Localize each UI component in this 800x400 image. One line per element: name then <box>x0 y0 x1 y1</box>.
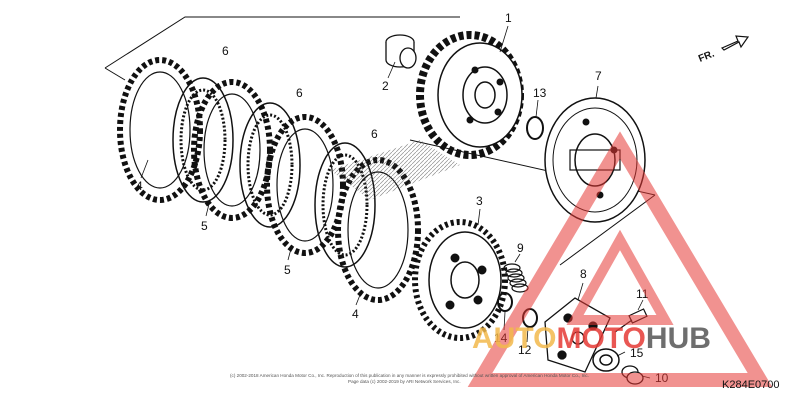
front-direction-indicator: FR. <box>697 35 750 65</box>
front-direction-label: FR. <box>697 48 716 64</box>
watermark-part-hub: HUB <box>646 322 711 355</box>
clutch-plate-lower <box>314 142 376 268</box>
callout-3: 3 <box>476 194 483 208</box>
clutch-disc-stack <box>117 57 421 303</box>
callout-5-upper: 5 <box>201 219 208 233</box>
washer-14 <box>497 292 513 312</box>
callout-1: 1 <box>505 11 512 25</box>
copyright-line-1: (c) 2002-2018 American Honda Motor Co., … <box>230 373 589 378</box>
copyright-line-2: Page data (c) 2002-2019 by ARI Network S… <box>348 379 461 384</box>
clutch-plate-middle <box>239 102 301 228</box>
callout-labels: 1 2 3 4 4 5 5 6 6 6 7 8 9 10 11 12 13 14… <box>136 11 669 385</box>
watermark-part-moto: MOTO <box>556 322 645 355</box>
shaft-shadow <box>330 140 460 200</box>
collar <box>385 34 417 69</box>
watermark-logo: AUTOMOTOHUB <box>467 131 773 387</box>
watermark-part-auto: AUTO <box>472 322 556 355</box>
ball-bearing <box>592 348 620 372</box>
callout-13: 13 <box>533 86 547 100</box>
callout-5-lower: 5 <box>284 263 291 277</box>
figure-code: K284E0700 <box>722 379 780 391</box>
clutch-outer-housing <box>416 31 524 159</box>
callout-2: 2 <box>382 79 389 93</box>
front-arrow-icon <box>720 35 750 51</box>
clutch-plate-upper <box>172 77 234 203</box>
thrust-washer <box>526 116 544 140</box>
callout-8: 8 <box>580 267 587 281</box>
callout-4-lower: 4 <box>352 307 359 321</box>
watermark-text: AUTOMOTOHUB <box>472 322 711 355</box>
callout-15: 15 <box>630 346 644 360</box>
callout-6-c: 6 <box>371 127 378 141</box>
callout-6-a: 6 <box>222 44 229 58</box>
watermark-triangle-icon <box>467 131 773 387</box>
callout-7: 7 <box>595 69 602 83</box>
pressure-plate <box>412 219 508 341</box>
friction-disc-upper <box>117 57 203 203</box>
callout-4-upper: 4 <box>136 179 143 193</box>
callout-9: 9 <box>517 241 524 255</box>
callout-6-b: 6 <box>296 86 303 100</box>
friction-disc-middle-2 <box>264 114 346 256</box>
callout-12: 12 <box>518 343 532 357</box>
